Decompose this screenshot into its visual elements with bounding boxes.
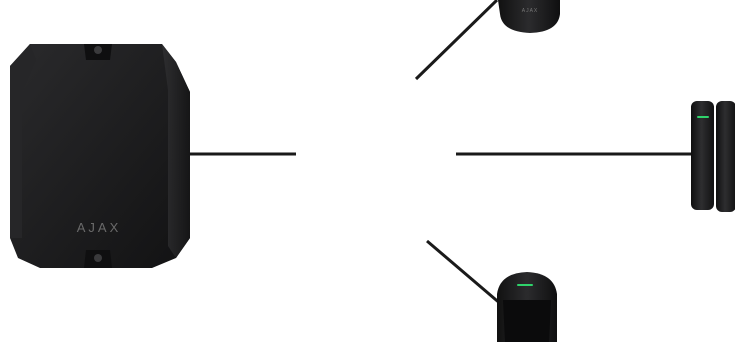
bottom-detector <box>497 272 557 342</box>
bottom-detector-led-icon <box>517 284 533 286</box>
door-sensor <box>691 101 735 212</box>
door-sensor-main <box>691 101 714 210</box>
hub-device: AJAX <box>10 44 190 268</box>
hub-bottom-screw-icon <box>94 254 102 262</box>
hub-side-panel <box>162 44 190 258</box>
wire-to-top-detector <box>414 0 499 81</box>
hub-left-panel <box>10 44 36 238</box>
hub-brand-logo: AJAX <box>77 220 122 235</box>
wire-to-bottom-detector <box>426 239 503 307</box>
door-sensor-magnet <box>716 101 735 212</box>
door-sensor-led-icon <box>697 116 709 118</box>
top-detector-body <box>498 0 560 33</box>
top-detector-brand-logo: AJAX <box>522 8 539 14</box>
hub-top-screw-icon <box>94 46 102 54</box>
top-detector: AJAX <box>498 0 560 33</box>
wire-group <box>188 0 694 307</box>
hub-body <box>10 44 190 268</box>
bottom-detector-lens <box>503 300 551 342</box>
